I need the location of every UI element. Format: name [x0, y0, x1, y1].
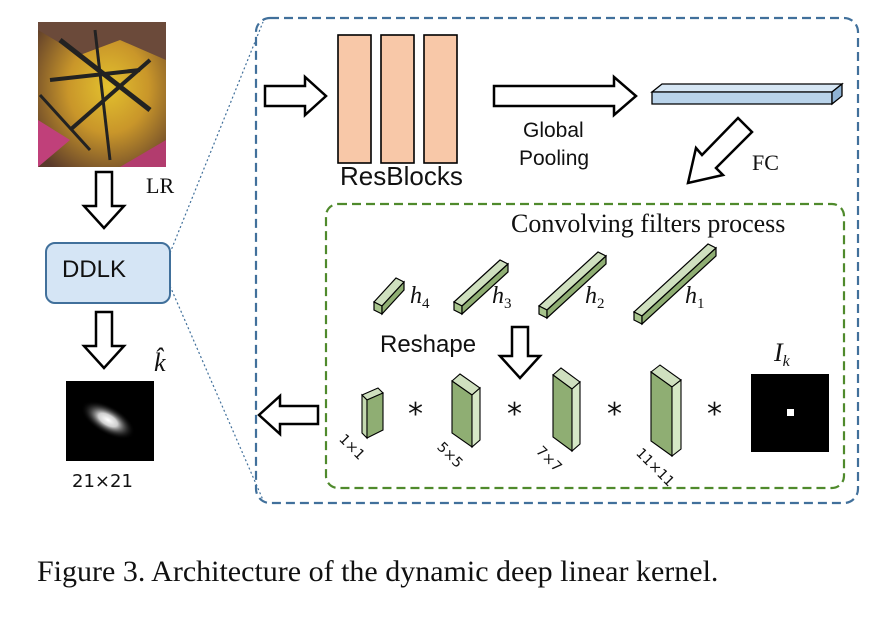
- zoom-line-top: [169, 21, 264, 254]
- convolution-operator: *: [607, 397, 622, 432]
- fc-vector: [650, 82, 844, 106]
- convolution-operator: *: [707, 397, 722, 432]
- kernel-slab-5x5: [451, 373, 481, 449]
- filters-container: [324, 202, 846, 490]
- estimated-kernel-image: [66, 381, 154, 461]
- ddlk-box: [45, 242, 171, 304]
- filter-bar-h3: [452, 259, 510, 316]
- reshape-label: Reshape: [380, 331, 477, 358]
- fc-arrow: [686, 116, 754, 185]
- lr-input-image: [38, 22, 166, 167]
- ddlk-label: DDLK: [62, 256, 127, 283]
- ddlk-down-arrow: [81, 310, 127, 370]
- convolution-operator: *: [408, 397, 423, 432]
- kernel-slab-1x1: [361, 387, 384, 440]
- h1-label: h1: [685, 283, 705, 312]
- kernel-size-label: 21×21: [72, 471, 133, 492]
- figure-caption: Figure 3. Architecture of the dynamic de…: [37, 555, 719, 588]
- convolution-operator: *: [507, 397, 522, 432]
- kernel-slab-7x7: [552, 367, 581, 453]
- h4-label: h4: [410, 283, 430, 312]
- estimated-kernel-symbol: k̂: [154, 348, 166, 377]
- resblocks-label: ResBlocks: [340, 161, 463, 191]
- h3-label: h3: [492, 283, 512, 312]
- pooling-arrow: [492, 74, 638, 118]
- impulse-label: Ik: [774, 338, 790, 370]
- filter-bar-h2: [537, 251, 608, 320]
- resblocks: [337, 34, 458, 164]
- pooling-label-line2: Pooling: [519, 147, 590, 170]
- filter-bar-h4: [373, 277, 405, 316]
- network-input-arrow: [263, 74, 328, 118]
- network-container: [254, 16, 860, 505]
- output-arrow: [257, 393, 320, 437]
- fc-label: FC: [752, 150, 779, 175]
- filter-bar-h1: [632, 243, 718, 326]
- lr-down-arrow: [81, 170, 127, 230]
- filters-title: Convolving filters process: [511, 209, 786, 238]
- kernel-slab-11x11: [650, 364, 682, 458]
- pooling-label-line1: Global: [523, 119, 584, 142]
- h2-label: h2: [585, 283, 605, 312]
- zoom-line-bottom: [169, 285, 264, 501]
- reshape-arrow: [497, 325, 543, 380]
- lr-label: LR: [146, 173, 175, 198]
- impulse-image: [751, 374, 829, 452]
